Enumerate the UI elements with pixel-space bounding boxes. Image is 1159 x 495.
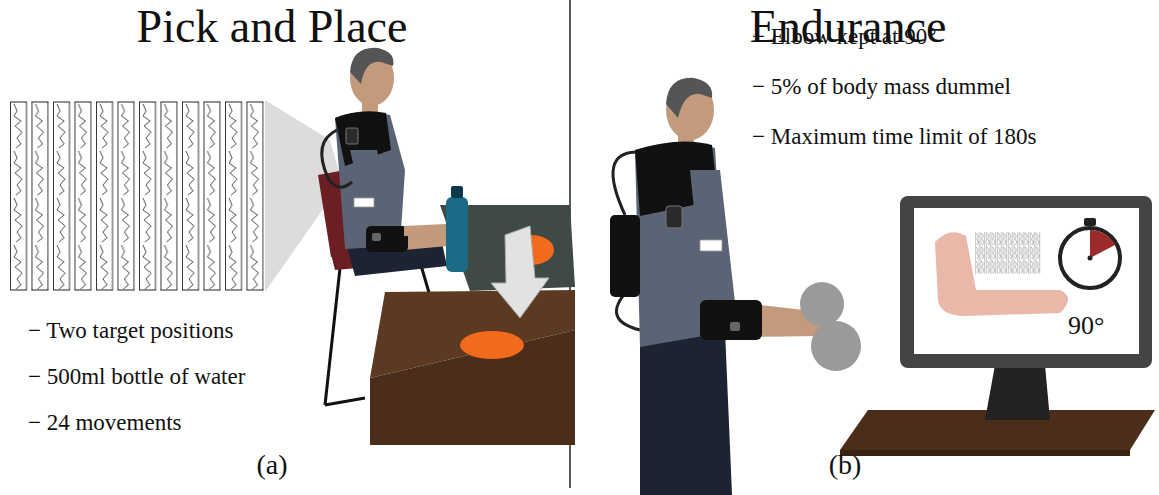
bullet-note: − Maximum time limit of 180s bbox=[752, 124, 1037, 149]
monitor-stand bbox=[985, 365, 1050, 420]
bullet-note: − 500ml bottle of water bbox=[28, 364, 245, 389]
hair bbox=[666, 78, 712, 118]
elbow-brace bbox=[366, 226, 408, 252]
backpack-device bbox=[610, 215, 640, 297]
wire bbox=[322, 130, 352, 187]
emg-strip-edge bbox=[10, 290, 266, 291]
arm-avatar bbox=[935, 232, 1068, 316]
sensor-unit bbox=[346, 128, 358, 144]
water-bottle bbox=[446, 197, 468, 272]
movement-arrow bbox=[491, 226, 549, 318]
emg-strip-edge bbox=[10, 102, 266, 103]
hand bbox=[404, 224, 446, 236]
dumbbell-weight bbox=[811, 321, 861, 371]
emg-strips-mini bbox=[975, 232, 1041, 274]
box-front bbox=[370, 330, 575, 445]
stopwatch-center bbox=[1088, 256, 1093, 261]
desk-edge bbox=[840, 450, 1130, 456]
bullet-note: − Two target positions bbox=[28, 318, 233, 343]
dumbbell-weight bbox=[800, 282, 844, 326]
bottle-cap bbox=[451, 186, 463, 198]
sensor-unit bbox=[730, 322, 740, 331]
chair-leg bbox=[325, 398, 365, 405]
sensor-unit bbox=[372, 233, 381, 241]
legs bbox=[640, 330, 732, 495]
target-position bbox=[460, 331, 524, 359]
bullet-note: − 24 movements bbox=[28, 410, 182, 435]
stopwatch bbox=[1060, 228, 1120, 288]
panel-letter: (a) bbox=[256, 450, 287, 481]
stopwatch-elapsed bbox=[1090, 230, 1115, 258]
bullet-note: − 5% of body mass dummel bbox=[752, 74, 1011, 99]
emg-strips bbox=[10, 102, 266, 290]
panel-letter: (b) bbox=[829, 450, 862, 481]
bullet-note: − Elbow kept at 90° bbox=[752, 24, 936, 49]
sensor-unit bbox=[666, 206, 682, 228]
angle-readout: 90° bbox=[1068, 312, 1104, 341]
panel-title: Pick and Place bbox=[137, 2, 408, 53]
monitor-screen bbox=[914, 208, 1139, 354]
chair-leg bbox=[325, 268, 340, 405]
monitor-frame bbox=[900, 196, 1152, 368]
stopwatch-knob bbox=[1084, 218, 1096, 226]
elbow-brace bbox=[700, 300, 762, 340]
electrode-patch bbox=[354, 198, 374, 207]
electrode-patch bbox=[700, 240, 722, 251]
hair bbox=[350, 48, 393, 84]
